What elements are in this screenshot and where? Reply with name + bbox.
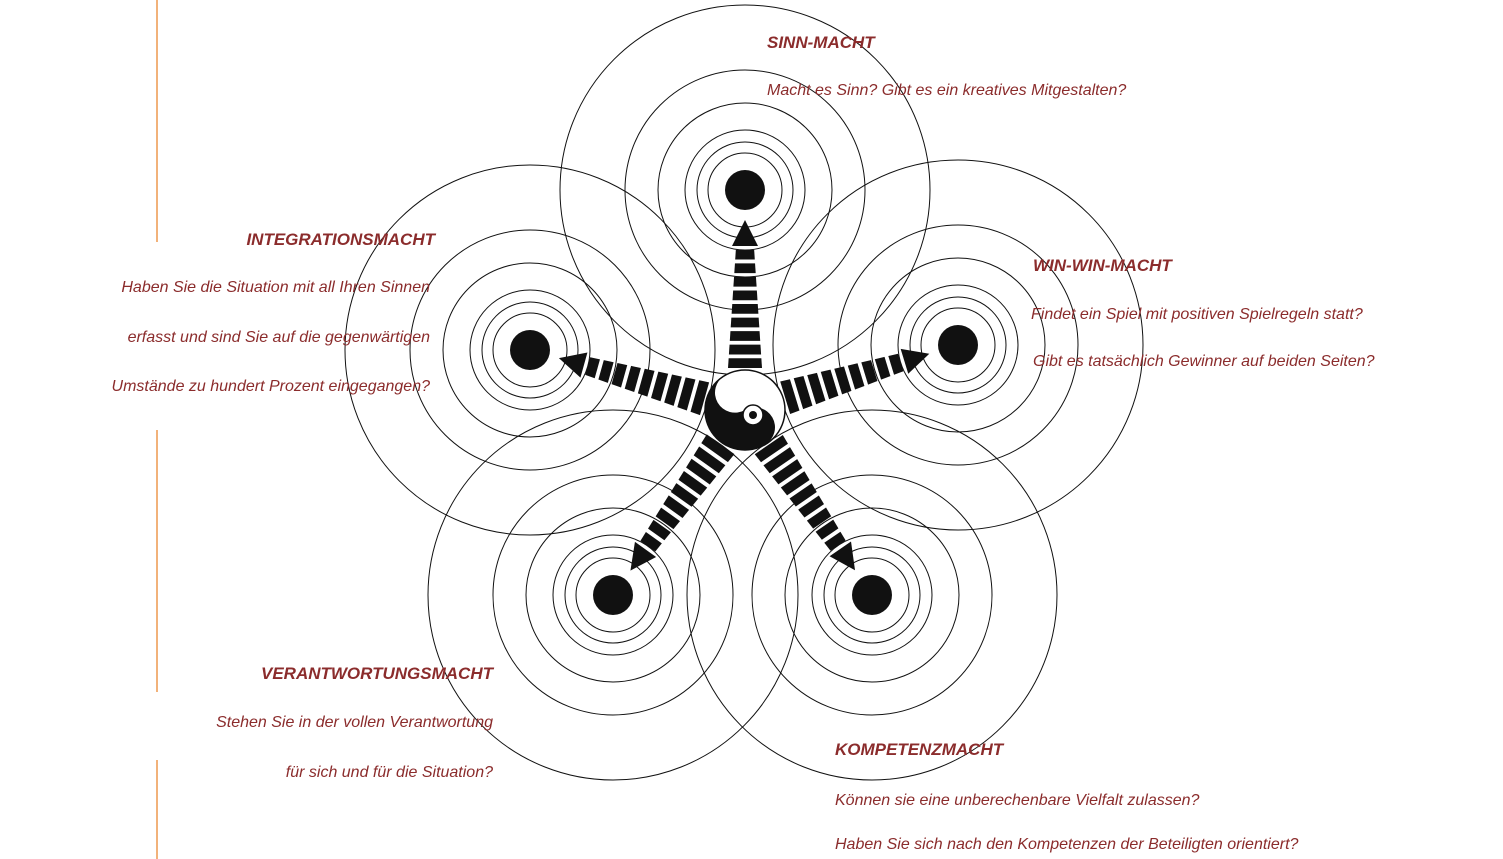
- sinn-macht-text-1: Macht es Sinn? Gibt es ein kreatives Mit…: [767, 83, 1126, 99]
- integrationsmacht-text-1: Haben Sie die Situation mit all Ihren Si…: [121, 280, 430, 296]
- sinn-arm-segment: [732, 304, 759, 314]
- integrationsmacht-title: INTEGRATIONSMACHT: [246, 232, 435, 248]
- sinn-target-dot: [725, 170, 765, 210]
- winwin-arm-segment: [888, 354, 903, 375]
- sinn-arm-segment: [729, 345, 761, 355]
- verantwortungsmacht-text-2: für sich und für die Situation?: [286, 765, 493, 781]
- integration-arm-segment: [612, 363, 628, 387]
- win-win-macht-text-1: Findet ein Spiel mit positiven Spielrege…: [1031, 307, 1363, 323]
- integration-arrowhead: [559, 353, 588, 378]
- winwin-arm-segment: [834, 366, 851, 394]
- integrationsmacht-text-2: erfasst und sind Sie auf die gegenwärtig…: [128, 330, 430, 346]
- verantwortungsmacht-title: VERANTWORTUNGSMACHT: [261, 666, 493, 682]
- winwin-arm-segment: [848, 363, 865, 389]
- win-win-macht-text-2: Gibt es tatsächlich Gewinner auf beiden …: [1033, 354, 1375, 370]
- verantwortungsmacht-text-1: Stehen Sie in der vollen Verantwortung: [216, 715, 493, 731]
- integration-arm-segment: [625, 366, 641, 392]
- sinn-arm-segment: [735, 250, 755, 260]
- kompetenzmacht-title: KOMPETENZMACHT: [835, 742, 1003, 758]
- integration-target-dot: [510, 330, 550, 370]
- kompetenz-target-dot: [852, 575, 892, 615]
- verantwortung-target-dot: [593, 575, 633, 615]
- win-win-macht-title: WIN-WIN-MACHT: [1033, 258, 1172, 274]
- sinn-arm-segment: [731, 318, 760, 328]
- sinn-arm-segment: [730, 331, 760, 341]
- integrationsmacht-text-3: Umstände zu hundert Prozent eingegangen?: [112, 379, 430, 395]
- kompetenzmacht-text-1: Können sie eine unberechenbare Vielfalt …: [835, 793, 1199, 809]
- sinn-arm-segment: [733, 290, 758, 300]
- sinn-arm-segment: [733, 277, 756, 287]
- sinn-arrowhead: [732, 220, 758, 246]
- integration-arm-segment: [585, 357, 600, 378]
- sinn-arm-segment: [728, 358, 762, 368]
- integration-arm-segment: [638, 369, 655, 397]
- sinn-arm-segment: [734, 263, 755, 273]
- integration-arm-segment: [651, 372, 668, 402]
- center-eye-dark: [749, 411, 757, 419]
- integration-arm-segment: [598, 360, 613, 383]
- kompetenzmacht-text-2: Haben Sie sich nach den Kompetenzen der …: [835, 837, 1298, 853]
- winwin-target-dot: [938, 325, 978, 365]
- sinn-macht-title: SINN-MACHT: [767, 35, 875, 51]
